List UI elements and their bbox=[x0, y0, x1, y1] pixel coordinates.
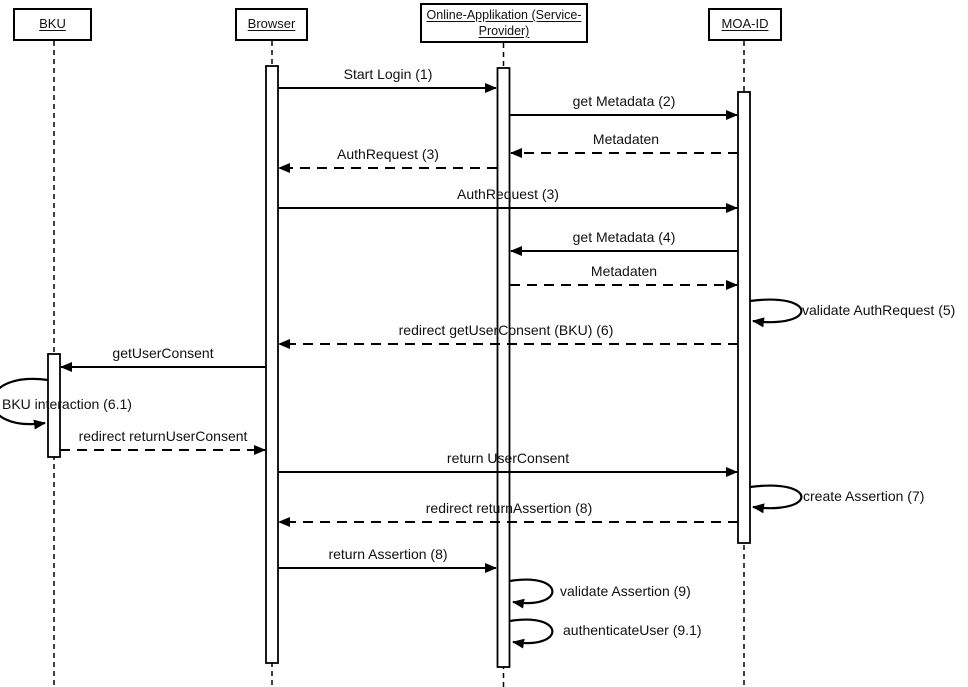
loop-validate-authrequest bbox=[749, 298, 803, 328]
loop-label-validate-assertion: validate Assertion (9) bbox=[560, 583, 691, 599]
message-label-redirect-returnassertion: redirect returnAssertion (8) bbox=[425, 500, 593, 516]
message-label-get-metadata-4: get Metadata (4) bbox=[572, 229, 676, 245]
loop-authenticateuser bbox=[509, 618, 554, 649]
message-label-start-login: Start Login (1) bbox=[343, 66, 433, 82]
loop-validate-assertion bbox=[509, 578, 554, 609]
actor-bku: BKU bbox=[13, 8, 92, 41]
message-label-metadaten-2: Metadaten bbox=[590, 263, 658, 279]
message-label-get-metadata-2: get Metadata (2) bbox=[572, 93, 676, 109]
loop-label-create-assertion: create Assertion (7) bbox=[803, 488, 925, 504]
actor-bku-label: BKU bbox=[39, 16, 66, 32]
loop-label-authenticateuser: authenticateUser (9.1) bbox=[563, 622, 702, 638]
message-label-authrequest-reply: AuthRequest (3) bbox=[337, 146, 439, 162]
message-label-getuserconsent: getUserConsent bbox=[112, 345, 214, 361]
actor-browser-label: Browser bbox=[247, 16, 296, 32]
actor-moa-id: MOA-ID bbox=[708, 8, 782, 41]
actor-moa-id-label: MOA-ID bbox=[721, 16, 769, 32]
message-label-metadaten-1: Metadaten bbox=[592, 131, 660, 147]
actor-online-applikation: Online-Applikation (Service- Provider) bbox=[420, 3, 588, 43]
loop-bku-interaction bbox=[0, 377, 49, 430]
activation-bku bbox=[47, 353, 61, 458]
message-label-authrequest-forward: AuthRequest (3) bbox=[457, 186, 559, 202]
activation-browser bbox=[265, 65, 279, 664]
actor-online-applikation-label-line2: Provider) bbox=[478, 24, 530, 38]
message-label-redirect-returnuserconsent: redirect returnUserConsent bbox=[78, 428, 248, 444]
loop-label-validate-authrequest: validate AuthRequest (5) bbox=[802, 302, 956, 318]
activation-moa-id bbox=[737, 91, 751, 544]
actor-online-applikation-label-line1: Online-Applikation (Service- bbox=[426, 7, 582, 22]
message-label-redirect-getuserconsent: redirect getUserConsent (BKU) (6) bbox=[398, 322, 614, 338]
loop-label-bku-interaction: BKU interaction (6.1) bbox=[2, 396, 132, 412]
activation-online-applikation bbox=[496, 67, 511, 668]
message-label-return-userconsent: return UserConsent bbox=[446, 450, 570, 466]
actor-browser: Browser bbox=[235, 8, 308, 41]
message-label-return-assertion: return Assertion (8) bbox=[328, 546, 448, 562]
loop-create-assertion bbox=[749, 484, 803, 514]
